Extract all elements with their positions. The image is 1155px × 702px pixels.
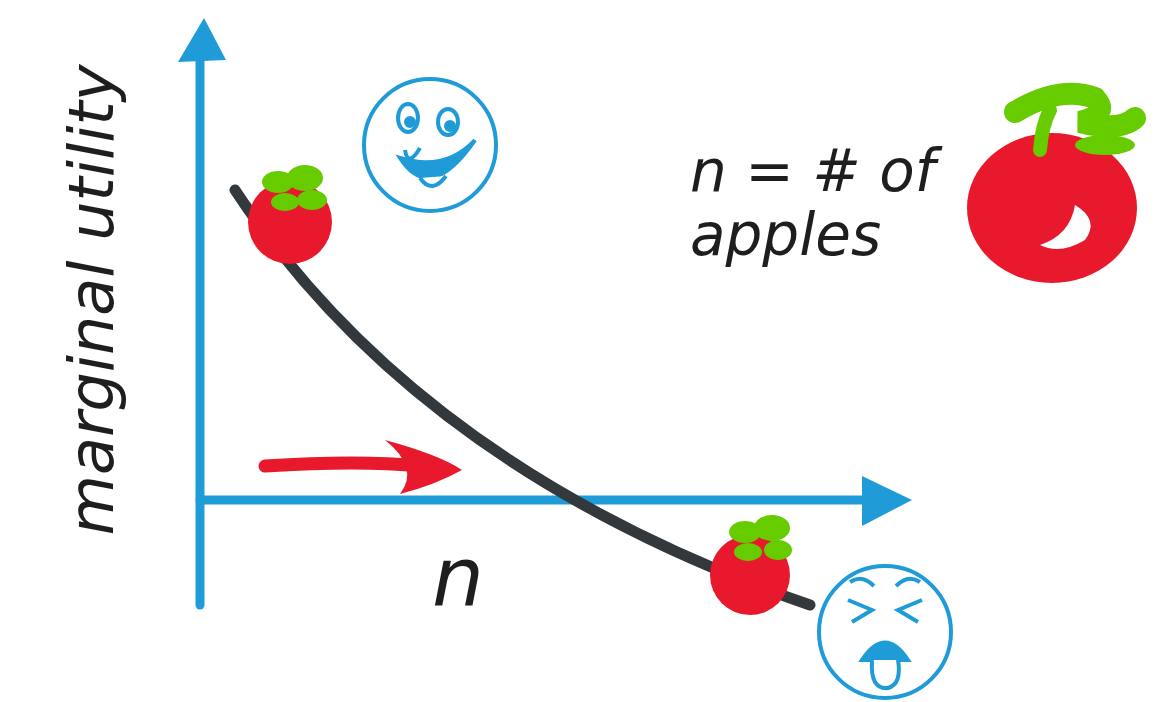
disgusted-face xyxy=(819,566,951,698)
axis-label: n xyxy=(432,533,484,623)
direction-arrowhead xyxy=(385,440,462,494)
direction-arrow xyxy=(265,463,420,466)
legend-note: n = # of apples xyxy=(690,140,980,268)
apple-icon xyxy=(248,165,332,264)
axis-title: marginal utility xyxy=(58,65,126,536)
axes xyxy=(200,50,880,605)
y-axis-arrowhead xyxy=(178,18,226,62)
x-axis-arrowhead xyxy=(862,476,912,526)
apple-icon xyxy=(710,515,792,615)
apple-icon xyxy=(967,94,1137,283)
y-axis xyxy=(196,50,205,605)
happy-face xyxy=(364,79,496,211)
x-axis xyxy=(200,496,880,505)
